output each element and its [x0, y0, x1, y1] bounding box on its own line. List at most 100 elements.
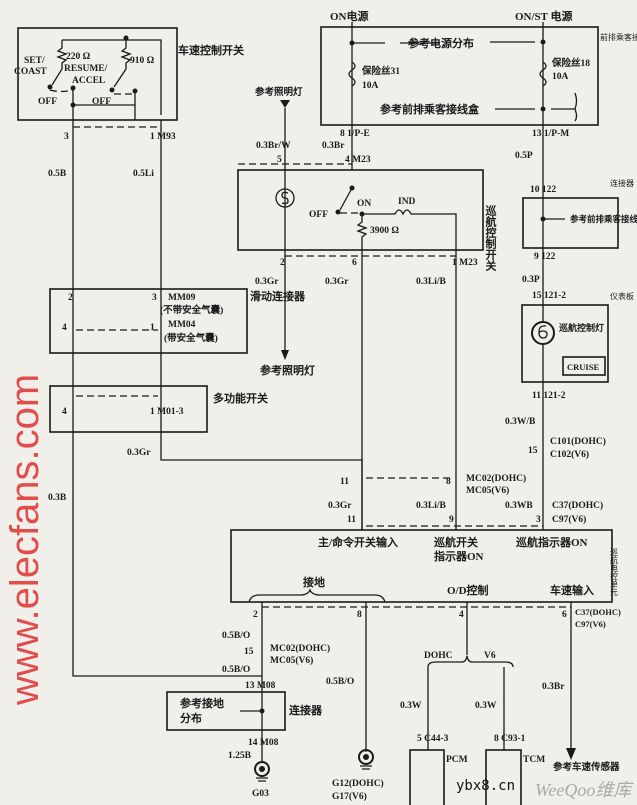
v6-label: V6 — [484, 651, 496, 661]
slip-connector-label: 滑动连接器 — [250, 289, 306, 303]
pin-8: 8 — [446, 477, 451, 487]
ecu-c97-label: C97(V6) — [575, 619, 606, 629]
speed-control-switch-label: 车速控制开关 — [178, 43, 244, 57]
ground-g03-icon — [254, 761, 270, 782]
wire-0.3gr-a: 0.3Gr — [255, 277, 279, 287]
on-power-label: ON电源 — [330, 9, 369, 23]
ybx8-watermark: ybx8.cn — [456, 778, 515, 794]
wire-0.5b: 0.5B — [48, 169, 67, 179]
speed-input-label: 车速输入 — [550, 583, 594, 597]
mc05-label: MC05(V6) — [466, 485, 509, 496]
pcm-label: PCM — [446, 755, 468, 765]
tcm-box — [485, 749, 522, 805]
pin-5-c44-3: 5 C44-3 — [417, 734, 449, 744]
ecu-pin-4: 4 — [459, 610, 464, 620]
right-column: 0.5P 10 122 连接器 参考前排乘客接线盒 9 122 0.3P 15 … — [366, 151, 637, 527]
pin-3: 3 — [64, 132, 69, 142]
front-passenger-junction-box: ON电源 ON/ST 电源 前排乘客接线盒 参考电源分布 保险丝31 10A 保… — [320, 9, 637, 530]
ref-lighting-2: 参考照明灯 — [260, 363, 315, 377]
cruise-switch-ind-on-1: 巡航开关 — [434, 535, 478, 549]
off-label: OFF — [309, 210, 328, 220]
ecu-pin-8: 8 — [357, 610, 362, 620]
connector-bottom-label: 连接器 — [289, 703, 323, 717]
cruise-badge: CRUISE — [567, 362, 599, 372]
wire-0.3gr-c: 0.3Gr — [127, 448, 151, 458]
accel-label: ACCEL — [72, 76, 105, 86]
cruise-ecu-label: 巡航电控单元 — [610, 547, 619, 597]
wire-0.3w-b: 0.3W/B — [505, 417, 536, 427]
wire-0.5p: 0.5P — [515, 151, 533, 161]
wire-0.3li-b-2: 0.3Li/B — [416, 501, 446, 511]
lamp-glyph-icon — [538, 325, 548, 339]
pin-11b: 11 — [347, 515, 356, 525]
pin-11-121-2: 11 121-2 — [532, 391, 566, 401]
on-label: ON — [357, 199, 371, 209]
resume-label: RESUME/ — [64, 64, 108, 74]
pin-8-1pe: 8 1/P-E — [340, 129, 370, 139]
ref-power-distribution: 参考电源分布 — [408, 36, 474, 50]
wire-0.3w-2: 0.3W — [475, 701, 497, 711]
ref-speed-sensor: 参考车速传感器 — [552, 761, 620, 773]
ind-label: IND — [398, 197, 416, 207]
fuse-18-amp: 10A — [552, 72, 569, 82]
ground-g12-icon — [358, 749, 374, 770]
wire-0.5b-o-3: 0.5B/O — [326, 677, 354, 687]
multifunction-switch-label: 多功能开关 — [213, 391, 268, 405]
pin-15-121-2: 15 121-2 — [532, 291, 566, 301]
pin-3: 3 — [536, 515, 541, 525]
pin-2: 2 — [280, 258, 285, 268]
ground-label: 接地 — [303, 575, 325, 589]
pin-14-m08: 14 M08 — [248, 738, 279, 748]
lighting-bulb-icon — [275, 188, 295, 208]
pin-1-m93: 1 M93 — [150, 132, 176, 142]
wire-0.3br: 0.3Br — [322, 141, 345, 151]
cruise-indicator-on: 巡航指示器ON — [516, 535, 588, 549]
tcm-label: TCM — [523, 755, 545, 765]
ref-ground-dist-1: 参考接地 — [180, 696, 224, 710]
g12-label: G12(DOHC) — [332, 778, 384, 789]
wire-0.3br: 0.3Br — [542, 682, 565, 692]
left-wires: 0.5B 0.5Li 2 3 MM09 (不带安全气囊) 4 1 MM04 (带… — [48, 120, 363, 677]
wire-0.3li-b: 0.3Li/B — [416, 277, 446, 287]
m01-pin-1: 1 M01-3 — [150, 407, 184, 417]
wire-0.3gr-b: 0.3Gr — [325, 277, 349, 287]
elecfans-watermark: www.elecfans.com — [3, 374, 47, 706]
pin-13-1pm: 13 1/P-M — [532, 129, 569, 139]
mm04-pin-4: 4 — [62, 323, 67, 333]
ecu-pin-6: 6 — [562, 610, 567, 620]
main-command-input: 主/命令开关输入 — [318, 535, 398, 549]
pin-8-c93-1: 8 C93-1 — [494, 734, 526, 744]
set-label: SET/ — [24, 56, 45, 66]
mc05-bottom: MC05(V6) — [270, 655, 313, 666]
c97-label: C97(V6) — [552, 514, 586, 525]
weeqoo-watermark: WeeQoo维库 — [535, 780, 634, 800]
c37-label: C37(DOHC) — [552, 500, 603, 511]
on-st-power-label: ON/ST 电源 — [515, 9, 573, 23]
pin-6: 6 — [352, 258, 357, 268]
dohc-label: DOHC — [424, 651, 453, 661]
pin-15-c101: 15 — [528, 446, 538, 456]
wire-0.3wb: 0.3WB — [505, 501, 533, 511]
resistor-910-label: 910 Ω — [130, 56, 155, 66]
pin-1-m23: 1 M23 — [452, 258, 478, 268]
fuse-18-label: 保险丝18 — [551, 57, 590, 69]
mc02-bottom: MC02(DOHC) — [270, 643, 330, 654]
ref-lighting-label: 参考照明灯 — [254, 86, 303, 98]
mc02-label: MC02(DOHC) — [466, 473, 526, 484]
ecu-c37-label: C37(DOHC) — [575, 607, 621, 617]
resistor-3900-label: 3900 Ω — [370, 226, 399, 236]
pin-9-122: 9 122 — [534, 252, 556, 262]
g17-label: G17(V6) — [332, 791, 367, 802]
cruise-lamp-icon — [531, 321, 555, 345]
od-control-label: O/D控制 — [447, 583, 489, 597]
cruise-ecu: 巡航电控单元 主/命令开关输入 巡航开关 指示器ON 巡航指示器ON 接地 O/… — [230, 529, 621, 629]
mm09-label: MM09 — [168, 293, 196, 303]
cruise-control-switch: 参考照明灯 0.3Br/W 0.3Br 5 4 M23 OFF ON IND 3… — [237, 86, 526, 530]
resistor-220-label: 220 Ω — [66, 52, 91, 62]
fuse-31-label: 保险丝31 — [361, 65, 400, 77]
m01-pin-4: 4 — [62, 407, 67, 417]
connector-right-label: 连接器 — [610, 178, 634, 188]
pin-10-122: 10 122 — [530, 185, 556, 195]
